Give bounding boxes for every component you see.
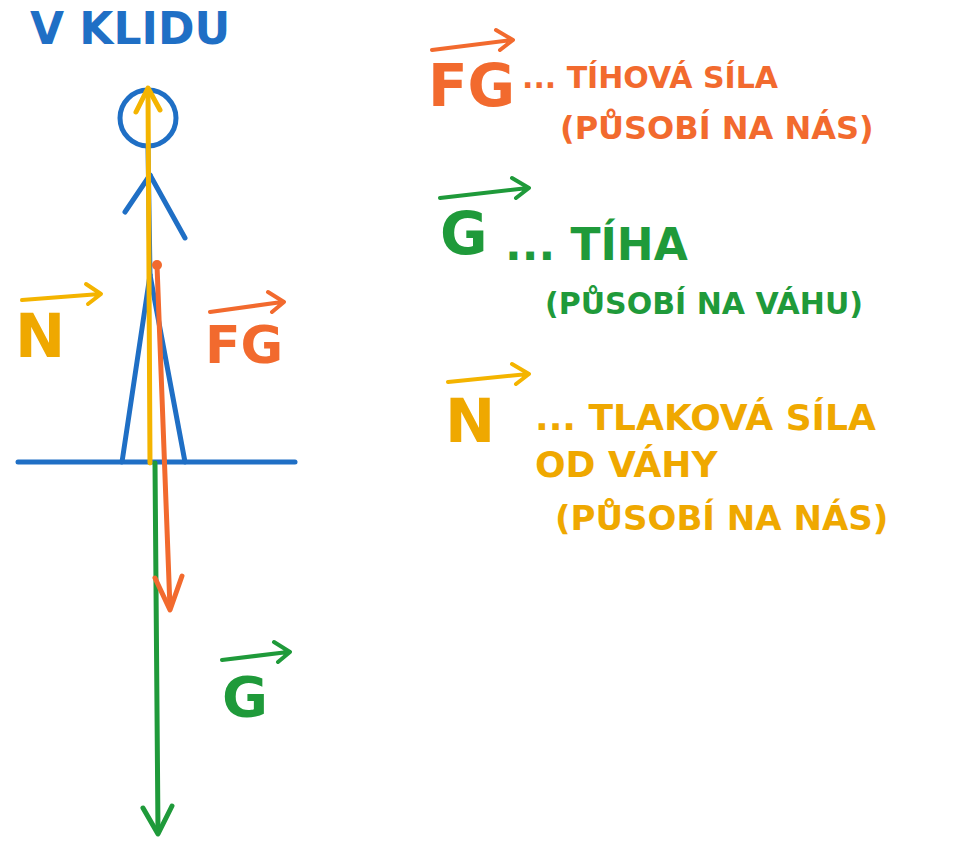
vector-symbol: N	[445, 390, 495, 453]
normal-force-arrow	[136, 88, 160, 463]
definition-note: (PŮSOBÍ NA NÁS)	[560, 112, 874, 146]
definition-text: ... TÍHOVÁ SÍLA	[522, 62, 778, 94]
vector-label: G	[222, 668, 268, 727]
vector-marks	[22, 30, 529, 662]
vector-label: N	[15, 305, 65, 368]
definition-note: (PŮSOBÍ NA NÁS)	[555, 501, 888, 537]
definition-text: ... TÍHA	[505, 222, 688, 268]
definition-text: ... TLAKOVÁ SÍLA OD VÁHY	[535, 395, 945, 489]
gravity-arrow	[155, 265, 182, 610]
vector-label: FG	[205, 318, 283, 373]
vector-symbol: FG	[428, 56, 515, 117]
vector-symbol: G	[440, 204, 488, 265]
definition-note: (PŮSOBÍ NA VÁHU)	[545, 288, 863, 320]
center-of-mass	[152, 260, 162, 270]
title: V KLIDU	[30, 6, 230, 52]
